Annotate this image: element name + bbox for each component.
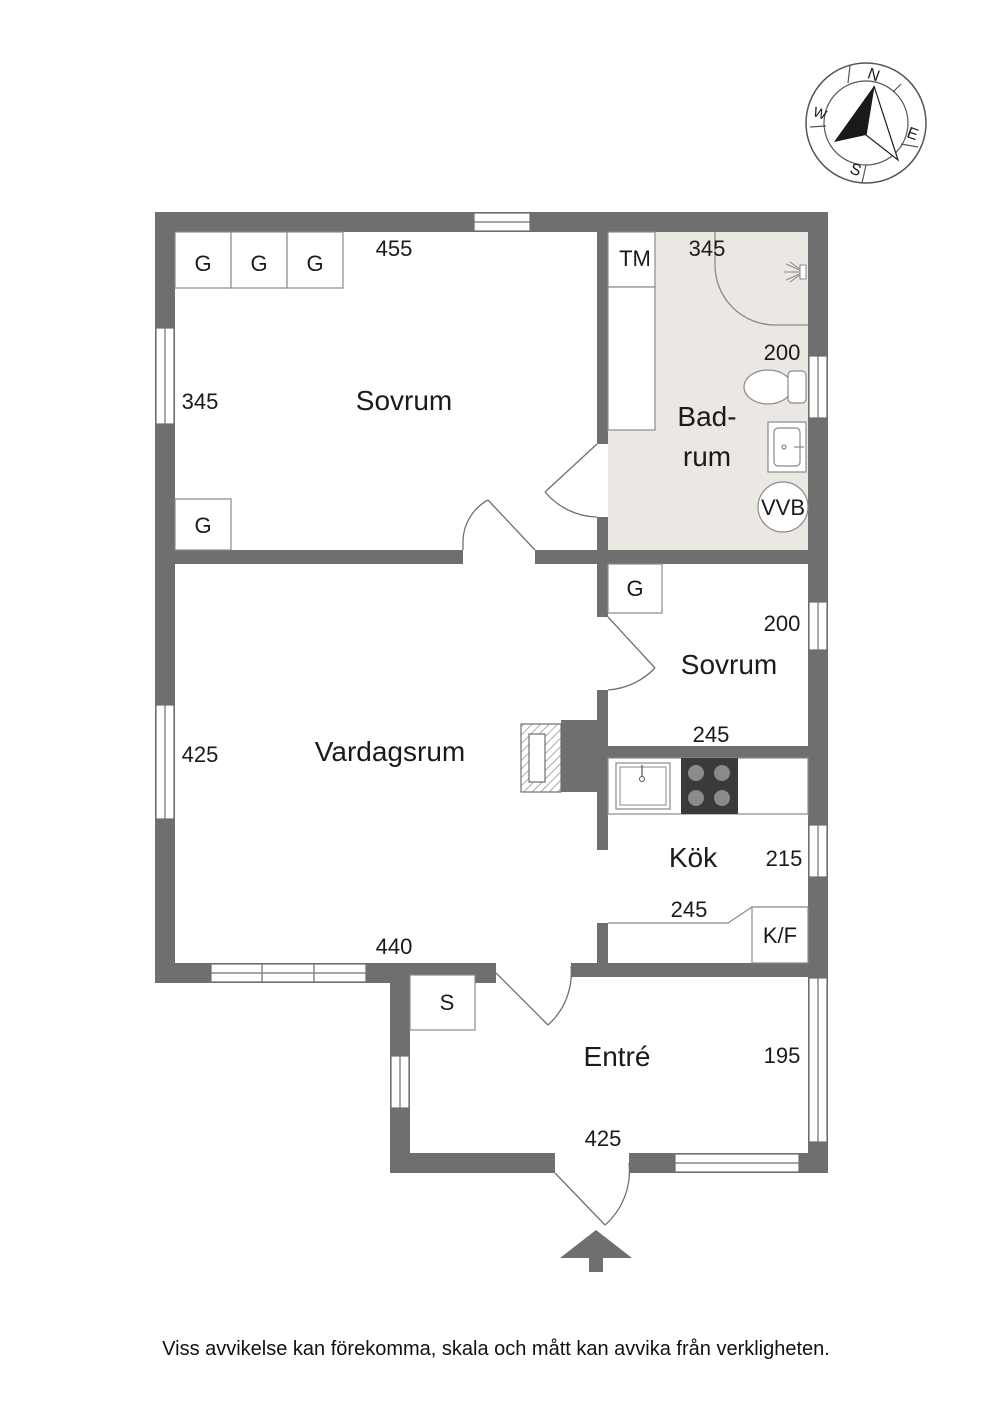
- room-badrum-line2: rum: [683, 441, 731, 472]
- fridge-freezer: [751, 906, 809, 964]
- fridge-freezer-label: K/F: [763, 923, 797, 948]
- dim-kok-width: 245: [671, 897, 708, 922]
- stove: [681, 758, 738, 814]
- fireplace: [520, 723, 562, 793]
- wardrobe-label-2: G: [250, 251, 267, 276]
- dim-badrum-width: 345: [689, 236, 726, 261]
- entry-closet-label: S: [440, 990, 455, 1015]
- compass-n: N: [865, 65, 882, 85]
- dim-entre-width: 425: [585, 1126, 622, 1151]
- dim-sovrum-small-width: 245: [693, 722, 730, 747]
- compass-w: W: [811, 103, 830, 123]
- wardrobe-label-4: G: [194, 513, 211, 538]
- dim-vardagsrum-width: 440: [376, 934, 413, 959]
- washing-machine-label: TM: [619, 246, 651, 271]
- room-sovrum-small: Sovrum: [681, 649, 777, 680]
- kitchen-fixtures: [607, 757, 809, 964]
- windows: [155, 212, 828, 1173]
- toilet: [743, 369, 793, 405]
- dim-vardagsrum-depth: 425: [182, 742, 219, 767]
- doors: [462, 443, 656, 1226]
- room-badrum-line1: Bad-: [677, 401, 736, 432]
- bathroom-fixtures: [607, 231, 809, 533]
- bathroom-counter: [607, 286, 656, 431]
- room-vardagsrum: Vardagsrum: [315, 736, 465, 767]
- room-kok: Kök: [669, 842, 718, 873]
- dim-sovrum-large-depth: 345: [182, 389, 219, 414]
- room-entre: Entré: [584, 1041, 651, 1072]
- dim-entre-depth: 195: [764, 1043, 801, 1068]
- room-sovrum-large: Sovrum: [356, 385, 452, 416]
- dim-kok-depth: 215: [766, 846, 803, 871]
- dim-badrum-depth: 200: [764, 340, 801, 365]
- wardrobe-label-1: G: [194, 251, 211, 276]
- washing-machine: [607, 231, 656, 288]
- water-heater-label: VVB: [761, 495, 805, 520]
- water-heater: [757, 481, 809, 533]
- disclaimer-text: Viss avvikelse kan förekomma, skala och …: [162, 1338, 830, 1360]
- wardrobe-label-5: G: [626, 576, 643, 601]
- shower-head-icon: [784, 261, 807, 283]
- entrance-arrow-icon: [560, 1230, 632, 1272]
- dim-sovrum-large-width: 455: [376, 236, 413, 261]
- entry-closet: [409, 974, 476, 1031]
- compass-icon: N E S W: [805, 62, 927, 184]
- shower-area: [714, 232, 808, 326]
- wardrobe-label-3: G: [306, 251, 323, 276]
- wardrobes: [174, 231, 663, 614]
- dim-sovrum-small-depth: 200: [764, 611, 801, 636]
